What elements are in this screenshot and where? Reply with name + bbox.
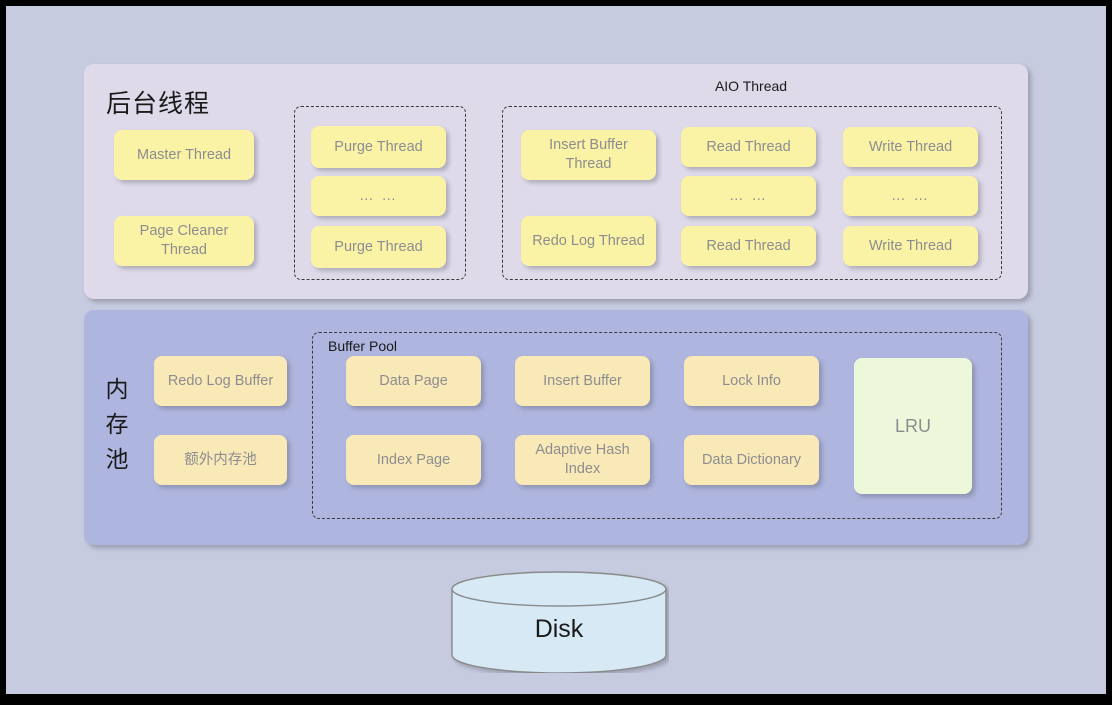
memory-title-char-2: 存 bbox=[105, 411, 129, 437]
node-purge-thread-ellipsis[interactable]: … … bbox=[311, 176, 446, 216]
ellipsis-label: … … bbox=[728, 187, 769, 204]
node-redo-log-thread[interactable]: Redo Log Thread bbox=[521, 216, 656, 266]
memory-title-char-1: 内 bbox=[105, 376, 129, 402]
node-page-cleaner-thread[interactable]: Page Cleaner Thread bbox=[114, 216, 254, 266]
node-insert-buffer-thread[interactable]: Insert Buffer Thread bbox=[521, 130, 656, 180]
node-read-thread-top[interactable]: Read Thread bbox=[681, 127, 816, 167]
ellipsis-label: … … bbox=[890, 187, 931, 204]
node-lock-info[interactable]: Lock Info bbox=[684, 356, 819, 406]
diagram-canvas: 后台线程 Master Thread Page Cleaner Thread P… bbox=[6, 6, 1106, 694]
memory-pool-panel: 内 存 池 Redo Log Buffer 额外内存池 Buffer Pool … bbox=[84, 310, 1028, 545]
node-write-thread-ellipsis[interactable]: … … bbox=[843, 176, 978, 216]
aio-thread-group-label: AIO Thread bbox=[714, 78, 788, 94]
node-data-page[interactable]: Data Page bbox=[346, 356, 481, 406]
node-index-page[interactable]: Index Page bbox=[346, 435, 481, 485]
background-thread-panel: 后台线程 Master Thread Page Cleaner Thread P… bbox=[84, 64, 1028, 299]
node-lru[interactable]: LRU bbox=[854, 358, 972, 494]
node-read-thread-bottom[interactable]: Read Thread bbox=[681, 226, 816, 266]
node-purge-thread-top[interactable]: Purge Thread bbox=[311, 126, 446, 168]
disk-shape bbox=[451, 571, 667, 674]
node-write-thread-bottom[interactable]: Write Thread bbox=[843, 226, 978, 266]
node-extra-memory-pool[interactable]: 额外内存池 bbox=[154, 435, 287, 485]
node-read-thread-ellipsis[interactable]: … … bbox=[681, 176, 816, 216]
purge-thread-group bbox=[294, 106, 466, 280]
buffer-pool-group-label: Buffer Pool bbox=[324, 338, 402, 354]
node-redo-log-buffer[interactable]: Redo Log Buffer bbox=[154, 356, 287, 406]
aio-thread-group bbox=[502, 106, 1002, 280]
node-master-thread[interactable]: Master Thread bbox=[114, 130, 254, 180]
buffer-pool-group bbox=[312, 332, 1002, 519]
memory-title-char-3: 池 bbox=[105, 446, 129, 472]
node-purge-thread-bottom[interactable]: Purge Thread bbox=[311, 226, 446, 268]
disk-cylinder[interactable]: Disk bbox=[449, 571, 669, 674]
node-data-dictionary[interactable]: Data Dictionary bbox=[684, 435, 819, 485]
memory-pool-title: 内 存 池 bbox=[100, 372, 134, 477]
node-adaptive-hash-index[interactable]: Adaptive Hash Index bbox=[515, 435, 650, 485]
ellipsis-label: … … bbox=[358, 187, 399, 204]
node-write-thread-top[interactable]: Write Thread bbox=[843, 127, 978, 167]
disk-label: Disk bbox=[534, 614, 584, 643]
background-thread-title: 后台线程 bbox=[106, 90, 211, 118]
node-insert-buffer[interactable]: Insert Buffer bbox=[515, 356, 650, 406]
